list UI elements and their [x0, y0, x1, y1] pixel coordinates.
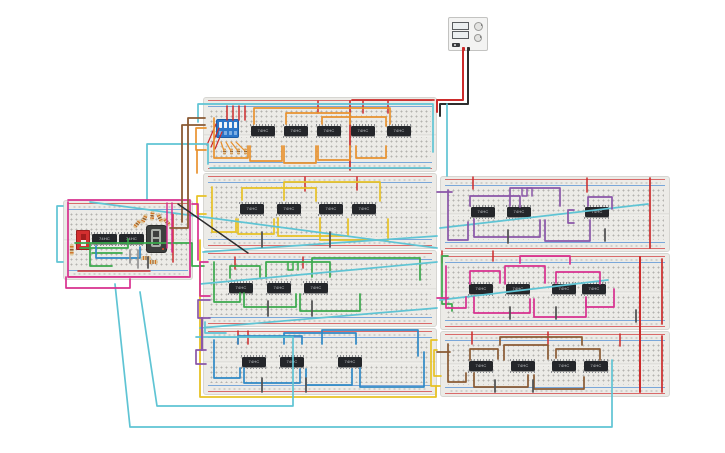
- ic-chip[interactable]: 74HC: [276, 202, 302, 216]
- ic-chip[interactable]: 74HC: [241, 355, 267, 369]
- slide-switch-knob[interactable]: [80, 234, 86, 240]
- railholes: [449, 180, 661, 185]
- ic-chip[interactable]: 74HC: [228, 281, 254, 295]
- railholes: [449, 257, 661, 262]
- ic-chip[interactable]: 74HC: [505, 282, 531, 296]
- resistor[interactable]: [230, 148, 233, 155]
- dip-switch-slot: [229, 131, 232, 135]
- ic-chip[interactable]: 74HC: [318, 202, 344, 216]
- railline: [208, 337, 432, 338]
- ic-chip[interactable]: 74HC: [337, 355, 363, 369]
- railline: [445, 262, 665, 263]
- railline: [208, 259, 432, 260]
- railline: [208, 323, 432, 324]
- ic-chip[interactable]: 74HC: [510, 359, 536, 373]
- railline: [445, 326, 665, 327]
- ic-chip[interactable]: 74HC: [583, 359, 609, 373]
- railline: [68, 209, 188, 210]
- railline: [208, 162, 432, 163]
- railholes: [449, 243, 661, 248]
- ic-chip[interactable]: 74HC: [468, 359, 494, 373]
- dip-switch-slot: [224, 131, 227, 135]
- voltage-knob[interactable]: [474, 22, 483, 31]
- railline: [208, 176, 432, 177]
- ic-chip[interactable]: 74HC: [239, 202, 265, 216]
- railholes: [212, 240, 428, 245]
- wire[interactable]: [439, 47, 469, 117]
- ic-chip[interactable]: 74HC: [283, 124, 309, 138]
- dip-switch-lever[interactable]: [234, 122, 237, 128]
- resistor[interactable]: [141, 256, 151, 260]
- railholes: [212, 386, 428, 391]
- ic-chip[interactable]: 74HC: [118, 232, 145, 246]
- railline: [208, 391, 432, 392]
- dip-switch-lever[interactable]: [229, 122, 232, 128]
- ic-chip[interactable]: 74HC: [551, 282, 577, 296]
- railholes: [212, 332, 428, 337]
- resistor[interactable]: [70, 243, 74, 256]
- ic-chip[interactable]: 74HC: [91, 232, 118, 246]
- groove: [204, 360, 436, 364]
- railline: [208, 106, 432, 107]
- dip-switch[interactable]: [217, 120, 238, 137]
- railline: [445, 340, 665, 341]
- railline: [68, 276, 188, 277]
- ic-chip[interactable]: 74HC: [386, 124, 412, 138]
- ic-chip[interactable]: 74HC: [316, 124, 342, 138]
- ic-chip[interactable]: 74HC: [470, 205, 496, 219]
- ic-chip[interactable]: 74HC: [279, 355, 305, 369]
- seven-segment-display[interactable]: [147, 226, 166, 252]
- ic-chip[interactable]: 74HC: [303, 281, 329, 295]
- power-button[interactable]: [452, 43, 460, 47]
- railline: [208, 100, 432, 101]
- railholes: [212, 101, 428, 106]
- ic-chip[interactable]: 74HC: [506, 205, 532, 219]
- power-supply[interactable]: [448, 17, 488, 51]
- railline: [208, 182, 432, 183]
- ic-chip[interactable]: 74HC: [468, 282, 494, 296]
- railline: [445, 393, 665, 394]
- ic-chip[interactable]: 74HC: [350, 124, 376, 138]
- dip-switch-slot: [219, 131, 222, 135]
- breadboard-center-d[interactable]: [203, 328, 437, 395]
- resistor[interactable]: [244, 148, 247, 155]
- railholes: [449, 335, 661, 340]
- positive-terminal[interactable]: [462, 47, 465, 51]
- railholes: [449, 388, 661, 393]
- ic-chip[interactable]: 74HC: [584, 205, 610, 219]
- power-supply-voltage-display: [452, 22, 469, 30]
- ic-chip[interactable]: 74HC: [351, 202, 377, 216]
- wire[interactable]: [436, 47, 464, 113]
- railline: [445, 242, 665, 243]
- railholes: [72, 204, 184, 209]
- resistor[interactable]: [223, 148, 226, 155]
- railline: [445, 185, 665, 186]
- railline: [445, 248, 665, 249]
- slide-switch[interactable]: [76, 230, 90, 250]
- railholes: [72, 271, 184, 276]
- seven-segment-decimal-point: [161, 247, 164, 250]
- railholes: [212, 318, 428, 323]
- negative-terminal[interactable]: [467, 47, 470, 51]
- ic-chip[interactable]: 74HC: [551, 359, 577, 373]
- resistor[interactable]: [237, 148, 240, 155]
- railholes: [449, 321, 661, 326]
- current-knob[interactable]: [474, 34, 482, 42]
- dip-switch-lever[interactable]: [219, 122, 222, 128]
- ic-chip[interactable]: 74HC: [266, 281, 292, 295]
- wire[interactable]: [146, 143, 209, 201]
- seven-segment-middle-bar: [151, 237, 161, 239]
- railline: [208, 168, 432, 169]
- resistor[interactable]: [148, 260, 158, 264]
- power-supply-current-display: [452, 31, 469, 39]
- railline: [208, 245, 432, 246]
- dip-switch-slot: [234, 131, 237, 135]
- railline: [445, 179, 665, 180]
- dip-switch-lever[interactable]: [224, 122, 227, 128]
- railholes: [212, 177, 428, 182]
- railholes: [212, 254, 428, 259]
- ic-chip[interactable]: 74HC: [581, 282, 607, 296]
- railholes: [212, 163, 428, 168]
- ic-chip[interactable]: 74HC: [250, 124, 276, 138]
